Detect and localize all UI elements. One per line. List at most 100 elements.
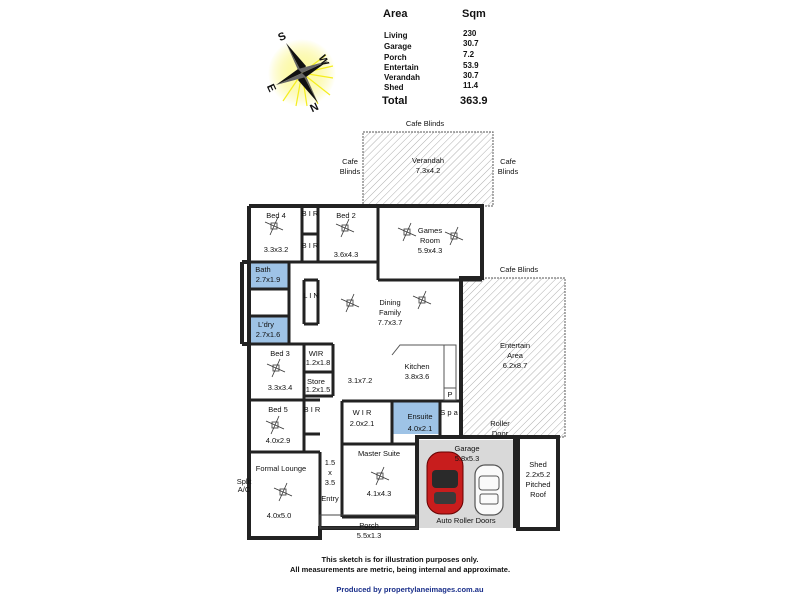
area-table: Area Sqm Living 230 Garage 30.7 Porch 7.…: [382, 8, 488, 107]
entertain-area: Cafe Blinds Entertain Area 6.2x8.7 Rolle…: [460, 265, 566, 438]
linen-label: L I N: [303, 291, 319, 300]
cafe-blinds-label: Cafe: [342, 157, 358, 166]
room-dims: 4.0x2.1: [408, 424, 433, 433]
area-row-label: Garage: [384, 42, 412, 51]
bir-label: B I R: [302, 241, 319, 250]
room-dims: 3.3x3.2: [264, 245, 289, 254]
area-row-label: Porch: [384, 53, 407, 62]
room-dims: 2.0x2.1: [350, 419, 375, 428]
room-name: Store: [307, 377, 325, 386]
room-name: Porch: [359, 521, 379, 530]
room-dims: 5.5x1.3: [357, 531, 382, 540]
room-dims: 3.6x4.3: [334, 250, 359, 259]
cafe-blinds-label: Blinds: [498, 167, 519, 176]
room-name: Bed 3: [270, 349, 290, 358]
disclaimer-line: All measurements are metric, being inter…: [290, 565, 510, 574]
room-dims: 5.8x5.3: [455, 454, 480, 463]
auto-roller-doors-label: Auto Roller Doors: [436, 516, 495, 525]
roller-door-label: Roller: [490, 419, 510, 428]
room-dims: 4.0x2.9: [266, 436, 291, 445]
bir-label: B I R: [304, 405, 321, 414]
area-row-label: Entertain: [384, 63, 419, 72]
room-name: Entry: [321, 494, 339, 503]
room-labels: Bed 4 3.3x3.2 Bed 2 3.6x4.3 Games Room 5…: [237, 209, 551, 540]
credit-line: Produced by propertylaneimages.com.au: [336, 585, 484, 594]
split-ac-label: A/C: [238, 485, 251, 494]
room-dims: 3.8x3.6: [405, 372, 430, 381]
compass-e-label: E: [264, 82, 278, 94]
entry-dims: 1.5: [325, 458, 335, 467]
house-walls: [240, 204, 560, 540]
shed-note: Pitched: [525, 480, 550, 489]
room-dims: 7.3x4.2: [416, 166, 441, 175]
verandah: Verandah 7.3x4.2 Cafe Blinds Cafe Blinds…: [340, 119, 519, 207]
disclaimer-line: This sketch is for illustration purposes…: [322, 555, 479, 564]
room-name: Formal Lounge: [256, 464, 306, 473]
room-name: Master Suite: [358, 449, 400, 458]
room-dims: 2.7x1.9: [256, 275, 281, 284]
bath-floor: [249, 262, 289, 289]
compass-n-label: N: [308, 101, 320, 115]
room-name: Kitchen: [404, 362, 429, 371]
room-dims: 1.2x1.8: [306, 358, 331, 367]
room-name: Room: [420, 236, 440, 245]
entry-dims: x: [328, 468, 332, 477]
area-row-value: 30.7: [463, 71, 479, 80]
compass-icon: S W E N: [264, 30, 336, 115]
room-name: Bath: [255, 265, 270, 274]
porch-outline: [319, 514, 418, 529]
room-dims: 2.7x1.6: [256, 330, 281, 339]
laundry-floor: [249, 316, 289, 344]
area-row-value: 53.9: [463, 61, 479, 70]
room-name: Garage: [454, 444, 479, 453]
room-dims: 3.3x3.4: [268, 383, 293, 392]
area-row-value: 30.7: [463, 39, 479, 48]
split-ac-label: Split: [237, 477, 253, 486]
area-row-value: 11.4: [463, 81, 479, 90]
room-name: W I R: [353, 408, 372, 417]
area-row-label: Verandah: [384, 73, 420, 82]
compass-s-label: S: [276, 30, 288, 44]
room-name: L'dry: [258, 320, 274, 329]
room-name: Entertain: [500, 341, 530, 350]
total-value: 363.9: [460, 95, 488, 107]
room-name: Family: [379, 308, 401, 317]
bir-label: B I R: [302, 209, 319, 218]
area-row-label: Living: [384, 31, 408, 40]
room-name: Verandah: [412, 156, 444, 165]
room-name: Shed: [529, 460, 547, 469]
room-dims: 6.2x8.7: [503, 361, 528, 370]
sqm-header: Sqm: [462, 8, 486, 20]
ensuite-floor: [392, 401, 440, 434]
room-name: Games: [418, 226, 442, 235]
cafe-blinds-label: Cafe: [500, 157, 516, 166]
room-name: Dining: [379, 298, 400, 307]
room-name: WIR: [309, 349, 324, 358]
cafe-blinds-label: Blinds: [340, 167, 361, 176]
area-row-value: 7.2: [463, 50, 475, 59]
room-name: Bed 4: [266, 211, 286, 220]
room-name: Area: [507, 351, 524, 360]
cafe-blinds-label: Cafe Blinds: [500, 265, 539, 274]
room-dims: 2.2x5.2: [526, 470, 551, 479]
pantry-label: P: [447, 390, 452, 399]
room-name: Bed 5: [268, 405, 288, 414]
ceiling-fan-icons: [264, 216, 464, 502]
room-dims: 5.9x4.3: [418, 246, 443, 255]
room-name: Bed 2: [336, 211, 356, 220]
spa-label: S p a: [440, 408, 458, 417]
room-dims: 7.7x3.7: [378, 318, 403, 327]
white-car-icon: [474, 464, 504, 516]
roller-door-label: Door: [492, 429, 509, 438]
red-car-icon: [426, 451, 464, 515]
room-dims: 4.1x4.3: [367, 489, 392, 498]
area-row-label: Shed: [384, 83, 404, 92]
shed-note: Roof: [530, 490, 547, 499]
footer: This sketch is for illustration purposes…: [290, 555, 510, 594]
room-name: Ensuite: [407, 412, 432, 421]
room-dims: 4.0x5.0: [267, 511, 292, 520]
entry-dims: 3.5: [325, 478, 335, 487]
area-header: Area: [383, 8, 408, 20]
cafe-blinds-label: Cafe Blinds: [406, 119, 445, 128]
